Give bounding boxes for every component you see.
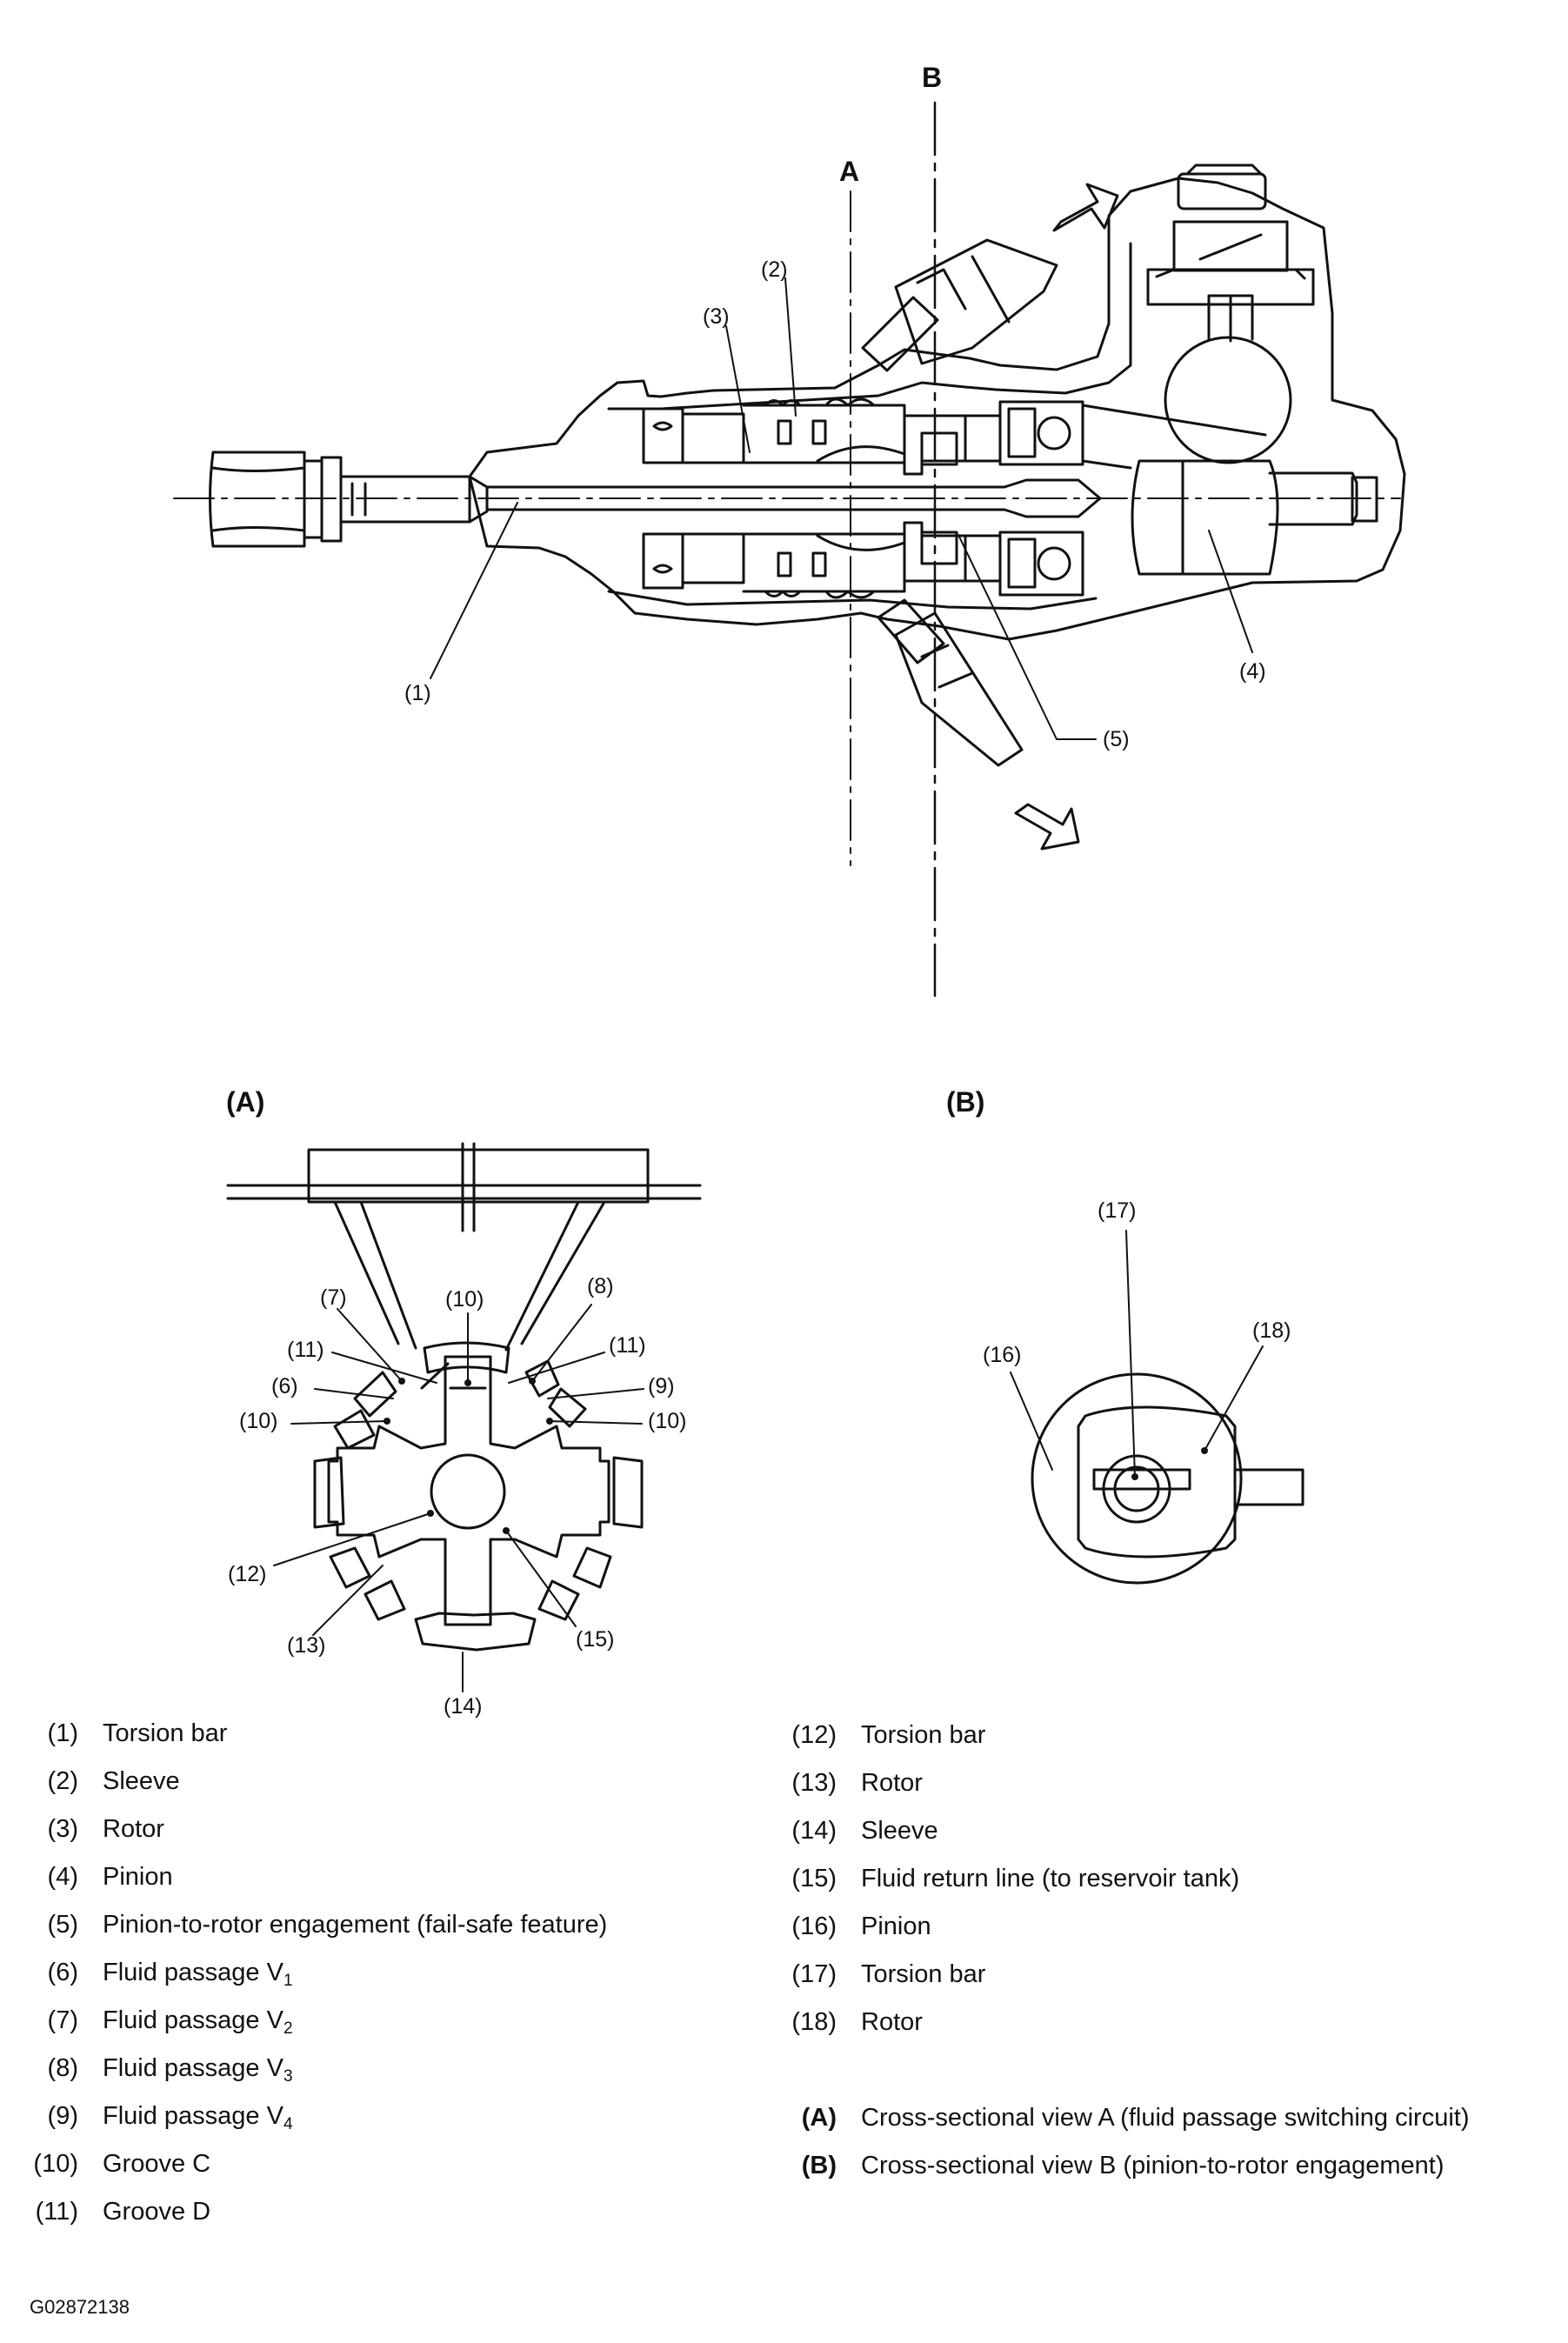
sleeve-upper [642,397,906,464]
pinion [1131,459,1378,576]
callout-a-8: (8) [587,1274,614,1298]
legend-item: (12)Torsion bar [791,1721,986,1749]
input-shaft [209,451,489,548]
cross-section-view-a [226,1142,702,1692]
legend-item: (16)Pinion [791,1912,931,1940]
callout-5: (5) [1103,727,1130,751]
torsion-bar [485,478,1102,518]
legend-right-column: (12)Torsion bar (13)Rotor (14)Sleeve (15… [758,1712,1470,2190]
callout-4: (4) [1239,659,1266,684]
gear-housing [468,177,1406,641]
bearings [998,400,1267,597]
section-label-a: A [839,156,859,187]
legend-item: (1)Torsion bar [47,1719,228,1747]
legend-item: (17)Torsion bar [791,1960,986,1988]
legend-left-column: (1)Torsion bar (2)Sleeve (3)Rotor (4)Pin… [0,1710,607,2236]
fluid-inlet-arrow [1052,183,1119,232]
sleeve-lower [642,532,906,599]
callout-1: (1) [404,681,431,705]
legend-item: (4)Pinion [47,1863,173,1891]
legend-item: (2)Sleeve [47,1767,180,1795]
callout-a-6: (6) [271,1374,298,1398]
legend-item: (6)Fluid passage V1 [47,1959,293,1990]
legend-item: (11)Groove D [35,2198,211,2226]
legend-item: (13)Rotor [791,1769,923,1797]
callout-a-9: (9) [648,1374,675,1398]
legend-item: (3)Rotor [47,1815,164,1843]
lower-fluid-port [877,598,1024,767]
view-b-title: (B) [946,1086,984,1118]
callout-a-7: (7) [320,1285,347,1310]
legend-item: (5)Pinion-to-rotor engagement (fail-safe… [47,1911,608,1939]
figure-code: G02872138 [30,2296,130,2318]
legend-view-item: (B)Cross-sectional view B (pinion-to-rot… [801,2152,1445,2179]
legend-item: (10)Groove C [33,2150,211,2178]
steering-gear-diagram: B A (A) (B) (1) (2) (3) (4) (5) (7) (10)… [173,62,1406,1719]
callout-2: (2) [761,257,788,282]
upper-fluid-port [861,238,1058,372]
legend-item: (18)Rotor [791,2008,923,2036]
adjuster-assembly [1146,164,1315,464]
main-section-view [173,101,1406,998]
callout-a-11-right: (11) [609,1333,646,1358]
section-label-b: B [922,62,942,93]
callout-a-14: (14) [444,1694,482,1719]
fluid-outlet-arrow [1014,803,1080,851]
callout-a-15: (15) [576,1627,614,1652]
callout-3: (3) [703,304,730,329]
callout-a-11-left: (11) [287,1338,324,1362]
cross-section-view-b [1010,1230,1304,1585]
callout-a-12: (12) [228,1562,266,1586]
callout-a-13: (13) [287,1633,325,1658]
callout-a-10-top: (10) [445,1287,484,1312]
callout-b-16: (16) [983,1343,1021,1367]
legend-item: (7)Fluid passage V2 [47,2006,293,2038]
legend-view-item: (A)Cross-sectional view A (fluid passage… [801,2104,1470,2132]
legend-item: (15)Fluid return line (to reservoir tank… [791,1865,1240,1892]
callout-b-17: (17) [1098,1198,1136,1223]
legend-item: (14)Sleeve [791,1817,938,1845]
callout-b-18: (18) [1252,1318,1291,1343]
callout-a-10-right: (10) [648,1409,686,1433]
legend-item: (8)Fluid passage V3 [47,2054,293,2086]
legend-item: (9)Fluid passage V4 [47,2102,293,2133]
callout-a-10-left: (10) [239,1409,277,1433]
view-a-title: (A) [226,1086,264,1118]
